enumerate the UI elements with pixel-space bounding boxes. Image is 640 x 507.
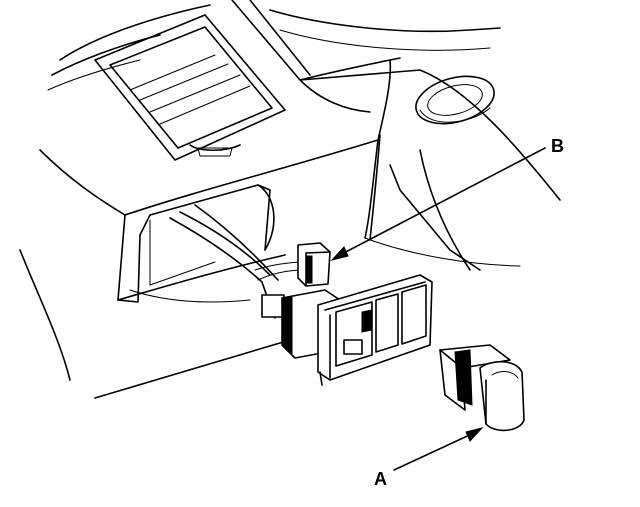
switch-a [439,344,525,432]
dashboard-contour [47,0,501,141]
connector-b [297,242,331,287]
switch-bezel [281,274,433,386]
wire-harness [169,204,306,319]
side-round-vent [415,75,495,125]
callout-label-a: A [374,469,387,489]
callout-label-b: B [551,136,564,156]
leader-a [393,427,484,471]
center-air-vent [94,14,286,161]
leader-b [330,147,546,261]
lower-dash-panel [19,69,561,399]
